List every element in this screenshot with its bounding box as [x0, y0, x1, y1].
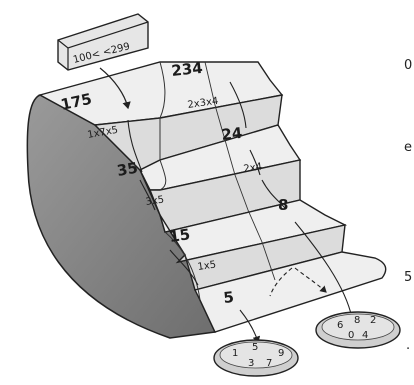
- dish-left-digit-5: 9: [278, 348, 284, 359]
- margin-letter-3: 5: [404, 270, 413, 285]
- row3-number-left: 15: [168, 225, 191, 246]
- top-factorization-right: 2x3x4: [187, 96, 219, 111]
- dish-left-digit-3: 3: [248, 358, 254, 369]
- margin-letter-4: .: [406, 338, 411, 353]
- dish-right-digit-3: 2: [370, 315, 376, 326]
- dish-left-digit-4: 7: [266, 358, 272, 369]
- flow-arrow-left: [127, 119, 258, 342]
- dish-left-digit-2: 5: [252, 342, 258, 353]
- row3-number-right: 8: [278, 196, 288, 214]
- dish-right-digit-5: 4: [362, 330, 368, 341]
- margin-letter-1: 0: [404, 58, 413, 73]
- staircase-side-face: [26, 94, 217, 339]
- dish-right-digit-2: 8: [354, 315, 360, 326]
- dish-right-digit-4: 0: [348, 330, 354, 341]
- row3-factorization: 1x5: [197, 259, 217, 272]
- even-digit-dish: 6 8 2 0 4: [315, 311, 401, 349]
- flow-arrow-right: [229, 81, 352, 318]
- top-number-right: 234: [171, 59, 204, 80]
- column-divider-right: [204, 61, 276, 281]
- range-hopper: 100< <299: [57, 13, 149, 71]
- dish-right-digit-1: 6: [337, 320, 343, 331]
- hopper-arrow: [99, 67, 131, 110]
- row2-factorization-right: 2x4: [243, 161, 263, 174]
- odd-digit-dish: 1 5 3 7 9: [213, 339, 299, 377]
- margin-letter-2: e: [404, 140, 412, 155]
- row2-number-right: 24: [221, 124, 244, 144]
- dashed-branch-arrows: [269, 267, 326, 296]
- column-divider: [159, 61, 201, 301]
- row2-number-left: 35: [116, 159, 140, 180]
- top-factorization-left: 1x7x5: [87, 125, 119, 141]
- row4-number: 5: [223, 288, 235, 307]
- stair-tread-bottom: [193, 251, 387, 333]
- dish-left-digit-1: 1: [232, 348, 238, 359]
